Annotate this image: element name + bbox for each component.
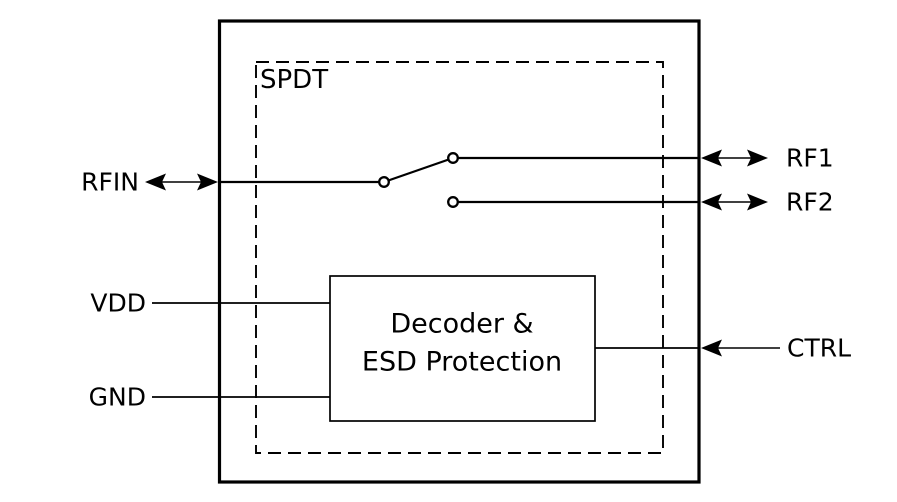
switch-throw2-contact <box>447 196 459 208</box>
port-label-vdd: VDD <box>90 289 146 318</box>
decoder-block-label-line1: Decoder & <box>390 309 533 340</box>
port-label-rfin: RFIN <box>81 168 139 197</box>
ctrl-input-arrow-icon <box>701 339 780 357</box>
port-label-ctrl: CTRL <box>787 334 851 363</box>
decoder-esd-block <box>329 275 596 422</box>
rf2-double-arrow-icon <box>701 193 768 211</box>
switch-throw1-contact <box>447 152 459 164</box>
spdt-dashed-boundary-box <box>255 61 664 454</box>
port-label-rf2: RF2 <box>786 188 834 217</box>
switch-blade-line <box>383 156 454 184</box>
switch-pole-contact <box>378 176 390 188</box>
rfin-double-arrow-icon <box>145 173 218 191</box>
chip-outline-box <box>217 19 701 484</box>
rf1-double-arrow-icon <box>701 149 768 167</box>
port-label-gnd: GND <box>89 383 146 412</box>
port-label-rf1: RF1 <box>786 144 834 173</box>
spdt-boundary-label: SPDT <box>260 65 328 95</box>
decoder-block-label-line2: ESD Protection <box>362 347 562 378</box>
